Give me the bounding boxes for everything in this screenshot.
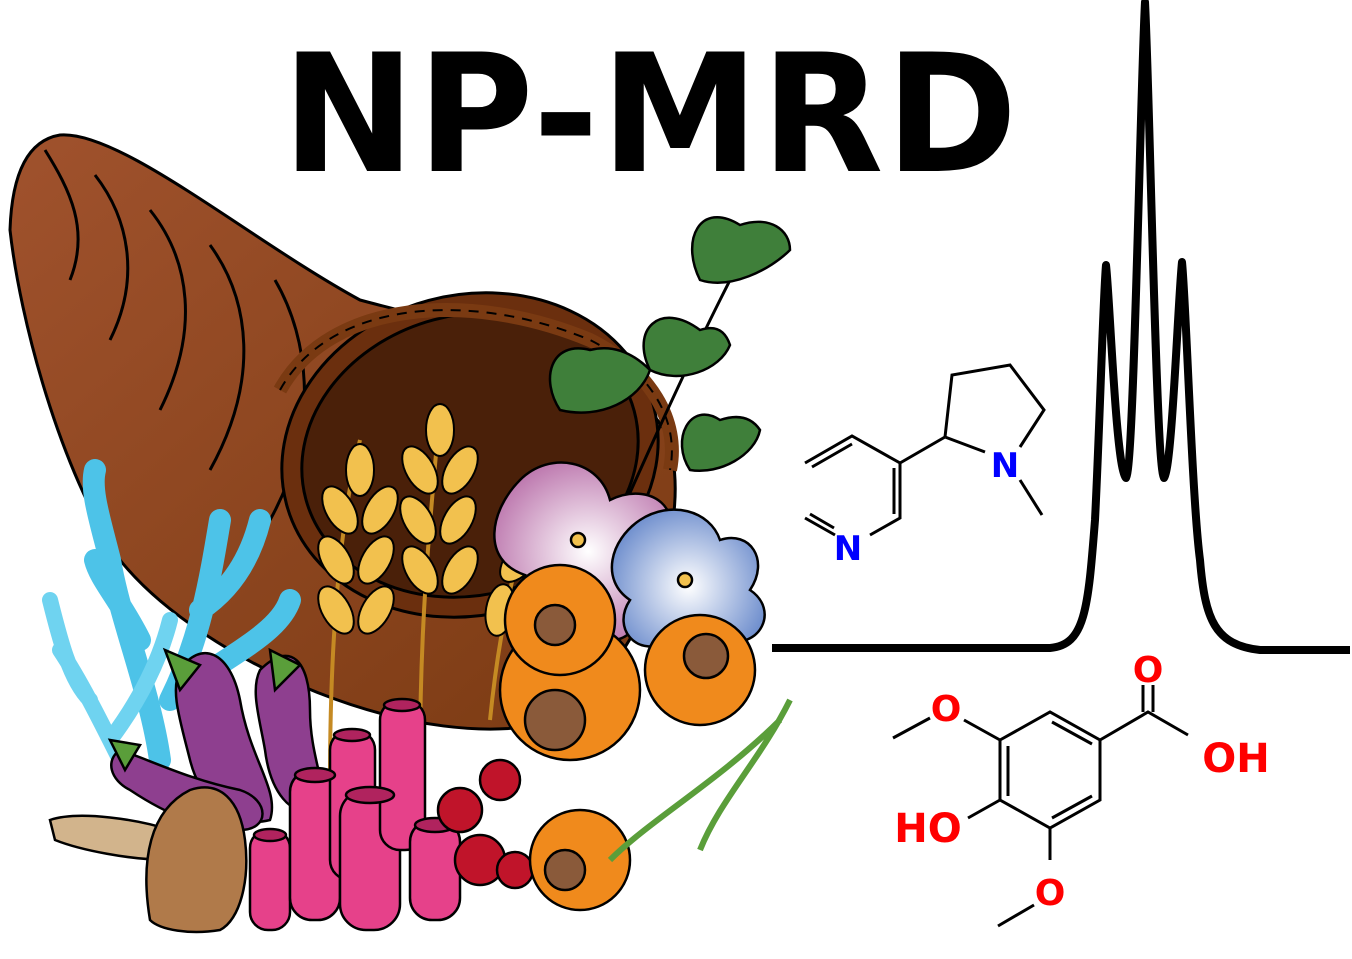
syringic-o-bottom: O: [1035, 873, 1066, 914]
coral-icon: [42, 459, 301, 771]
nicotine-n-ring: N: [834, 529, 862, 569]
syringic-oh-acid: OH: [1202, 736, 1269, 782]
wheat-icon: [317, 403, 565, 781]
syringic-acid-structure-icon: [892, 685, 1189, 928]
syringic-o-top: O: [931, 689, 962, 730]
berries-icon: [436, 758, 535, 890]
nmr-spectrum-icon: [772, 0, 1350, 654]
syringic-o-acid: O: [1133, 650, 1164, 691]
nicotine-n-amine: N: [991, 446, 1019, 486]
syringic-oh-ring: HO: [894, 806, 961, 852]
logo-title: NP-MRD: [282, 19, 1020, 210]
flowers-icon: [493, 461, 793, 912]
ginkgo-icon: [548, 216, 792, 561]
nicotine-structure-icon: [804, 363, 1046, 537]
mushroom-icon: [48, 786, 248, 934]
sponge-icon: [248, 697, 462, 932]
